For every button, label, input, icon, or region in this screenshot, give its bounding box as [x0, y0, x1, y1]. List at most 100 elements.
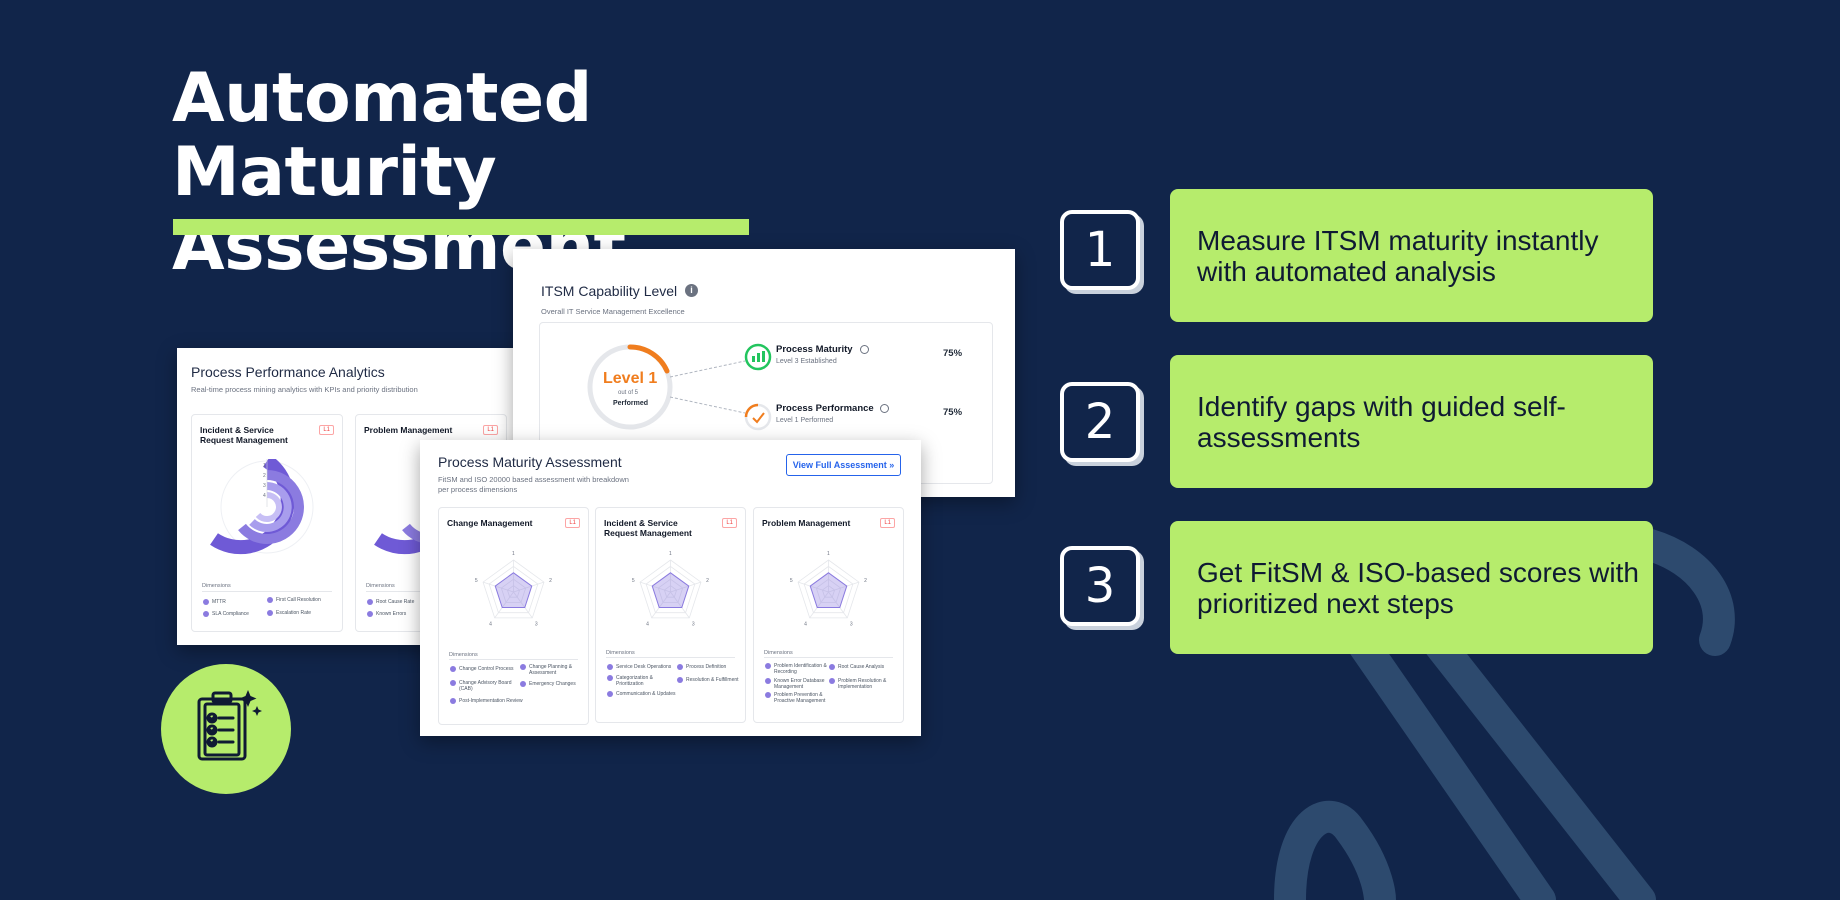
radar-axis-label: 3	[535, 622, 538, 628]
performance-subtitle: Real-time process mining analytics with …	[191, 385, 418, 394]
ring-label-3: 3	[263, 483, 266, 489]
button-label: View Full Assessment	[792, 460, 887, 470]
ring-label-2: 2	[263, 473, 266, 479]
radar-spoke	[513, 591, 533, 619]
info-icon: i	[685, 284, 698, 297]
radar-axis-label: 3	[692, 622, 695, 628]
radar-axis-label: 3	[850, 622, 853, 628]
radar-chart: 1 2 3 4 5	[790, 551, 867, 628]
step-card-2: Identify gaps with guided self-assessmen…	[1170, 355, 1653, 488]
panel-title: Incident & Service Request Management	[200, 425, 288, 445]
dimension-item: Categorization & Prioritization	[607, 675, 671, 687]
radar-grid-ring	[488, 565, 539, 614]
dimension-item: Root Cause Rate	[366, 599, 415, 605]
level-badge: L1	[722, 518, 737, 528]
step-text: Get FitSM & ISO-based scores with priori…	[1197, 556, 1639, 619]
radar-spoke	[828, 591, 848, 619]
level-badge: L1	[319, 425, 334, 435]
panel-title: Problem Management	[364, 425, 453, 435]
radar-grid-ring	[639, 559, 702, 619]
gauge-progress-arc	[627, 344, 670, 374]
dimensions-divider	[606, 657, 735, 658]
radial-bar-3	[249, 482, 292, 532]
radar-spoke	[513, 581, 545, 593]
radial-bar-2	[238, 470, 304, 544]
clipboard-checklist-icon	[197, 690, 262, 761]
radar-axis-label: 1	[512, 551, 515, 557]
dimension-item: Change Advisory Board (CAB)	[450, 680, 514, 692]
info-icon	[860, 345, 869, 354]
radar-spoke	[670, 581, 702, 593]
maturity-panel-incident: Incident & Service Request Management L1…	[595, 507, 746, 723]
radar-spoke	[670, 591, 690, 619]
dimensions-label: Dimensions	[202, 583, 231, 589]
dimension-item: Escalation Rate	[266, 610, 312, 616]
metric-sub: Level 1 Performed	[776, 417, 834, 424]
maturity-assessment-card: Process Maturity Assessment FitSM and IS…	[420, 440, 921, 736]
radar-grid-ring	[821, 585, 836, 598]
radar-axis-label: 4	[804, 622, 807, 628]
radar-spoke	[651, 591, 671, 619]
metric-name: Process Performance	[776, 403, 874, 414]
panel-title: Incident & Service Request Management	[604, 518, 692, 538]
dimension-item: First Call Resolution	[267, 597, 321, 603]
dimension-item: Known Errors	[366, 611, 407, 617]
radar-grid-ring	[663, 585, 678, 598]
level-out-of: out of 5	[618, 390, 639, 396]
dimension-item: Emergency Changes	[520, 681, 584, 687]
radar-axis-label: 2	[549, 578, 552, 584]
radar-chart: 1 2 3 4 5	[632, 551, 709, 628]
maturity-title: Process Maturity Assessment	[438, 454, 622, 470]
panel-title: Problem Management	[762, 518, 851, 528]
radar-axis-label: 1	[827, 551, 830, 557]
metric-value: 75%	[943, 348, 963, 359]
radar-axis-label: 5	[790, 578, 793, 584]
step-number-2: 2	[1060, 382, 1140, 462]
metric-sub: Level 3 Established	[776, 358, 837, 365]
radar-area	[494, 572, 533, 609]
dimension-item: Service Desk Operations	[607, 664, 676, 670]
dimension-item: Problem Identification & Recording	[765, 663, 832, 675]
view-full-assessment-button[interactable]: View Full Assessment »	[786, 454, 901, 476]
capability-title: ITSM Capability Level	[541, 283, 678, 299]
radar-spoke	[639, 581, 671, 593]
radar-area	[809, 572, 848, 609]
radar-axis-label: 5	[632, 578, 635, 584]
level-name: Performed	[613, 400, 649, 407]
radial-bar-chart: 1 2 3 4	[210, 459, 314, 555]
step-text: Measure ITSM maturity instantly with aut…	[1197, 224, 1599, 287]
dimensions-divider	[764, 657, 893, 658]
dimension-item: MTTR	[203, 599, 226, 605]
dimensions-divider	[202, 591, 332, 592]
step-card-1: Measure ITSM maturity instantly with aut…	[1170, 189, 1653, 322]
radar-spoke	[482, 581, 514, 593]
level-badge: L1	[880, 518, 895, 528]
level-badge: L1	[565, 518, 580, 528]
radar-grid-ring	[500, 578, 527, 603]
capability-gauge	[587, 343, 772, 431]
radar-grid-ring	[482, 559, 545, 619]
radar-grid-ring	[645, 565, 696, 614]
performance-panel-incident: Incident & Service Request Management L1…	[191, 414, 343, 632]
radar-axis-label: 5	[475, 578, 478, 584]
radar-axis-label: 1	[669, 551, 672, 557]
dimension-item: Communication & Updates	[607, 691, 696, 697]
dimension-item: Change Planning & Assessment	[520, 664, 584, 676]
dimension-item: Root Cause Analysis	[829, 664, 893, 670]
radar-axis-label: 2	[864, 578, 867, 584]
radar-axis-label: 4	[646, 622, 649, 628]
dimension-item: Post-Implementation Review	[450, 698, 539, 704]
radar-axis-label: 2	[706, 578, 709, 584]
radar-spoke	[797, 581, 829, 593]
metric-value: 75%	[943, 407, 963, 418]
dimension-item: Known Error Database Management	[765, 678, 832, 690]
dimension-item: Problem Resolution & Implementation	[829, 678, 893, 690]
title-underline	[173, 219, 749, 235]
level-badge: L1	[483, 425, 498, 435]
radar-spoke	[494, 591, 514, 619]
performance-title: Process Performance Analytics	[191, 364, 385, 380]
metric-name: Process Maturity	[776, 344, 853, 355]
step-text: Identify gaps with guided self-assessmen…	[1197, 390, 1566, 453]
